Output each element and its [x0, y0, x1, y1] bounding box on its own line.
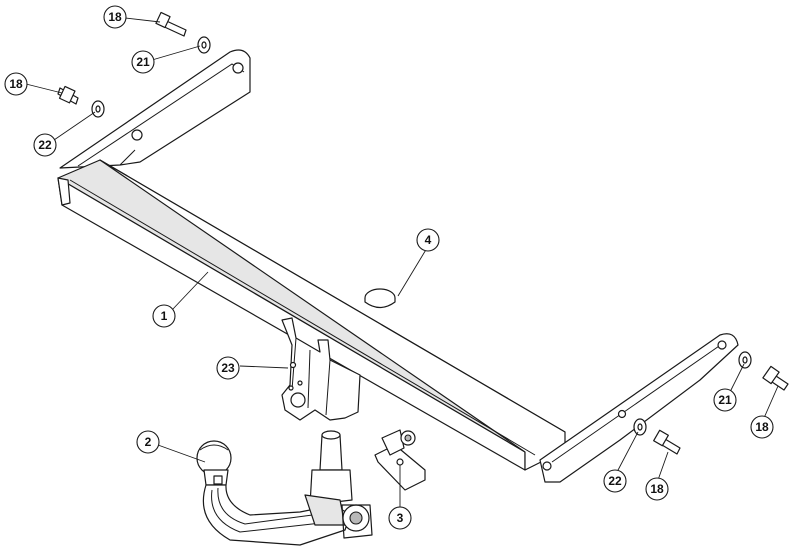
callout-18-right-bottom: 18 [645, 477, 669, 501]
bolt-top [155, 11, 187, 37]
callout-label: 22 [608, 474, 622, 488]
leader-lines [25, 17, 779, 508]
callout-21-top: 21 [131, 50, 155, 74]
callout-1: 1 [152, 304, 176, 328]
callout-label: 18 [108, 10, 122, 24]
callout-label: 22 [38, 138, 52, 152]
cross-beam [57, 159, 566, 471]
blanking-cap [364, 288, 396, 309]
callout-4: 4 [416, 228, 440, 252]
left-bracket [59, 49, 251, 169]
callout-label: 4 [425, 233, 432, 247]
callout-label: 18 [9, 77, 23, 91]
callout-18-top: 18 [103, 5, 127, 29]
callout-label: 2 [145, 435, 152, 449]
callout-18-left: 18 [4, 72, 28, 96]
detachable-ball-neck [196, 430, 373, 546]
right-bracket [539, 333, 739, 483]
washer-top [197, 36, 211, 54]
bolt-left [57, 85, 79, 105]
callout-21-right: 21 [713, 388, 737, 412]
washer-left [91, 100, 105, 118]
callout-label: 18 [650, 482, 664, 496]
bolt-right-top [762, 365, 789, 391]
washer-right-bottom [633, 418, 647, 436]
callout-2: 2 [136, 430, 160, 454]
center-bracket [281, 317, 361, 421]
bolt-right-bottom [653, 429, 681, 455]
callout-label: 1 [161, 309, 168, 323]
washer-right-top [738, 351, 752, 369]
callout-3: 3 [388, 506, 412, 530]
callout-18-right-top: 18 [750, 415, 774, 439]
callout-label: 18 [755, 420, 769, 434]
callout-label: 3 [397, 511, 404, 525]
callout-label: 21 [718, 393, 732, 407]
callout-label: 23 [221, 361, 235, 375]
callout-22-left: 22 [33, 133, 57, 157]
callout-22-right: 22 [603, 469, 627, 493]
callout-label: 21 [136, 55, 150, 69]
callout-23: 23 [216, 356, 240, 380]
